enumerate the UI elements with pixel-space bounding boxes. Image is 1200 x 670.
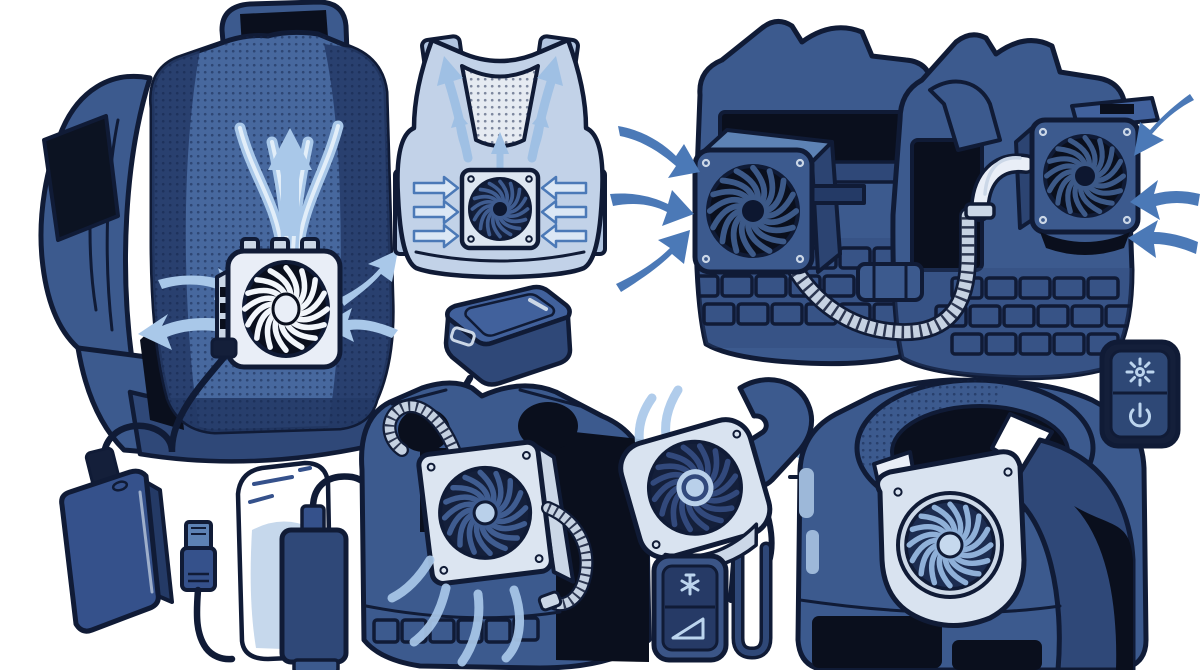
hem-seam: [364, 604, 562, 620]
panel-neck-fan-module: [618, 377, 830, 663]
battery-front-face: [443, 314, 573, 387]
left-side-fan-unit: [692, 128, 866, 275]
pipe-collar: [964, 202, 996, 220]
fan-plate: [416, 439, 576, 586]
usb-metal-shell: [184, 520, 213, 552]
power-button: [111, 480, 129, 492]
fan-hub-ring: [676, 469, 714, 507]
arm-patch: [42, 114, 120, 242]
elbow-pipe: [964, 153, 1036, 222]
fan-hub: [1075, 166, 1095, 186]
adapter-body: [279, 527, 349, 665]
panel-collar-fan-vest: [795, 380, 1149, 670]
hose-right: [537, 508, 586, 612]
adapter-tab: [292, 658, 340, 670]
shoulder-hole-right: [518, 402, 578, 450]
neck-fan-body: [618, 417, 773, 571]
usb-body: [180, 546, 217, 592]
usb-cable: [193, 586, 236, 663]
brightness-icon: [1125, 357, 1155, 387]
fan-clip-slot: [1100, 104, 1134, 114]
edge-highlight: [138, 490, 154, 594]
fan-hub: [685, 478, 704, 497]
usb-grip-ridges: [188, 572, 209, 583]
panel-worn-vest-front: [38, 0, 398, 464]
panel-battery-pack-angled: [443, 284, 573, 410]
hose-nozzle: [537, 590, 563, 612]
right-shoulder-strap: [1005, 437, 1136, 670]
panel-tactical-vests-side-fans: [610, 21, 1200, 378]
fan-hub: [936, 531, 964, 559]
powerbank-front-face: [59, 468, 161, 634]
cable-plug: [210, 337, 238, 359]
strap-shadow: [1074, 506, 1133, 670]
bottom-slot-right: [952, 640, 1042, 670]
fan-speed-icon: [671, 617, 705, 640]
diagram-fan-plate: [459, 167, 541, 251]
usb-contacts: [191, 527, 206, 535]
cable-loop: [731, 541, 773, 660]
fan-power-cable: [100, 351, 230, 458]
battery-slot: [528, 298, 548, 311]
snowflake-icon: [680, 573, 700, 596]
airflow-arrows-right: [1128, 94, 1200, 258]
right-side-fan-unit: [964, 96, 1160, 255]
fan-box-side-face: [810, 140, 842, 274]
chest-fan-unit: [210, 237, 343, 370]
fan-hub: [271, 292, 301, 326]
airflow-arrows-left: [610, 126, 700, 292]
remote-control: [651, 553, 729, 663]
battery-top-inset: [464, 293, 556, 337]
fan-hub: [493, 202, 507, 216]
panel-power-bank-usb: [59, 446, 236, 663]
fan-shadow: [1040, 232, 1130, 255]
center-buckle: [856, 262, 924, 302]
vest-texture-and-trim: [151, 32, 393, 433]
side-pill-highlight: [806, 530, 819, 574]
battery-port: [449, 326, 476, 347]
fan-hub: [472, 500, 498, 526]
panel-plate-carrier-chest-fan: [235, 380, 652, 670]
bottom-slot-left: [812, 616, 942, 668]
power-icon: [1129, 402, 1151, 428]
side-pill-highlight: [799, 468, 814, 518]
side-flow-arrows: [412, 175, 588, 249]
fan-mount-bracket: [808, 184, 866, 205]
up-arrow-icon: [268, 128, 312, 236]
chest-fan-assembly: [387, 406, 586, 667]
airflow-ribbons: [387, 555, 524, 667]
cross-strap: [928, 79, 1002, 152]
right-molle-grid: [934, 276, 1132, 356]
shoulder-flow-arrows: [437, 56, 563, 180]
panel-control-switch: [1099, 339, 1181, 449]
pouch-stitches: [248, 466, 312, 504]
collar-fan-assembly: [872, 449, 1027, 629]
panel-airflow-diagram-vest: [393, 34, 607, 280]
hem-seam: [414, 250, 586, 263]
usb-a-connector: [180, 520, 236, 663]
buckle-notches: [872, 262, 908, 302]
battery-adapter: [279, 473, 375, 670]
fan-hub: [742, 200, 764, 222]
